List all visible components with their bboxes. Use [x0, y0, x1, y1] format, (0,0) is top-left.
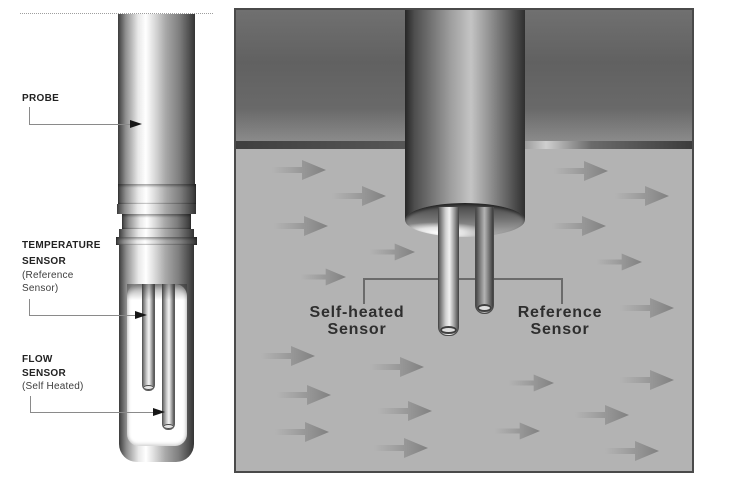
flow-duct-panel: Self-heated Sensor Reference Sensor: [234, 8, 694, 473]
probe-label: PROBE: [22, 92, 59, 105]
probe-collar-groove: [122, 214, 191, 229]
flow-arrow-icon: [620, 295, 676, 321]
temperature-leader-vertical: [29, 299, 30, 316]
reference-sensor-rod: [475, 207, 494, 314]
probe-cylinder: [405, 10, 525, 220]
temperature-sublabel-line1: (Reference: [22, 270, 74, 281]
temperature-sensor-label: TEMPERATURE SENSOR (Reference Sensor): [22, 239, 101, 295]
probe-label-text: PROBE: [22, 93, 60, 104]
temperature-label-line1: TEMPERATURE: [22, 240, 101, 251]
self-heated-label-line1: Self-heated: [309, 304, 405, 321]
probe-main-tube: [118, 14, 195, 184]
flow-arrow-icon: [300, 266, 348, 288]
flow-arrow-icon: [261, 343, 317, 369]
callout-bracket-horizontal: [363, 278, 563, 280]
flow-sublabel: (Self Heated): [22, 381, 84, 392]
temperature-label-line2: SENSOR: [22, 256, 67, 267]
temperature-arrowhead-icon: [135, 311, 147, 319]
callout-bracket-right-tick: [561, 278, 563, 304]
flow-arrow-icon: [370, 354, 426, 380]
flow-arrow-icon: [494, 420, 542, 442]
reference-sensor-label: Reference Sensor: [490, 304, 630, 338]
temperature-sublabel-line2: Sensor): [22, 283, 59, 294]
flow-arrow-icon: [615, 183, 671, 209]
flow-arrowhead-icon: [153, 408, 165, 416]
flow-label-line2: SENSOR: [22, 368, 67, 379]
flow-sensor-label: FLOW SENSOR (Self Heated): [22, 353, 84, 393]
flow-arrow-icon: [332, 183, 388, 209]
flow-arrow-icon: [275, 419, 331, 445]
sensor-cage-window: [127, 284, 187, 446]
flow-sensor-rod: [162, 284, 175, 430]
flow-arrow-icon: [378, 398, 434, 424]
self-heated-sensor-rod: [438, 207, 459, 336]
probe-flare-lip: [116, 237, 197, 245]
temperature-sensor-rod: [142, 284, 155, 391]
flow-leader-horizontal: [30, 412, 153, 413]
flow-arrow-icon: [272, 157, 328, 183]
reference-label-line2: Sensor: [530, 321, 590, 338]
probe-neck: [119, 229, 194, 237]
probe-open-end: [405, 203, 525, 237]
flow-arrow-icon: [374, 435, 430, 461]
flow-arrow-icon: [605, 438, 661, 464]
callout-bracket-left-tick: [363, 278, 365, 304]
flow-arrow-icon: [620, 367, 676, 393]
flow-arrow-icon: [596, 251, 644, 273]
window-inner-shadow: [127, 284, 187, 300]
dotted-reference-line: [20, 13, 213, 14]
probe-arrowhead-icon: [130, 120, 142, 128]
probe-fitting: [118, 184, 196, 204]
self-heated-sensor-label: Self-heated Sensor: [287, 304, 427, 338]
flow-arrow-icon: [369, 241, 417, 263]
reference-label-line1: Reference: [517, 304, 603, 321]
probe-collar-ring: [117, 204, 196, 214]
probe-leader-horizontal: [29, 124, 130, 125]
self-heated-label-line2: Sensor: [327, 321, 387, 338]
flow-arrow-icon: [274, 213, 330, 239]
flow-arrow-icon: [552, 213, 608, 239]
flow-arrow-icon: [508, 372, 556, 394]
flow-leader-vertical: [30, 396, 31, 413]
flow-arrow-icon: [554, 158, 610, 184]
probe-leader-vertical: [29, 107, 30, 125]
flow-arrow-icon: [277, 382, 333, 408]
temperature-leader-horizontal: [29, 315, 135, 316]
flow-label-line1: FLOW: [22, 354, 53, 365]
flow-arrow-icon: [575, 402, 631, 428]
